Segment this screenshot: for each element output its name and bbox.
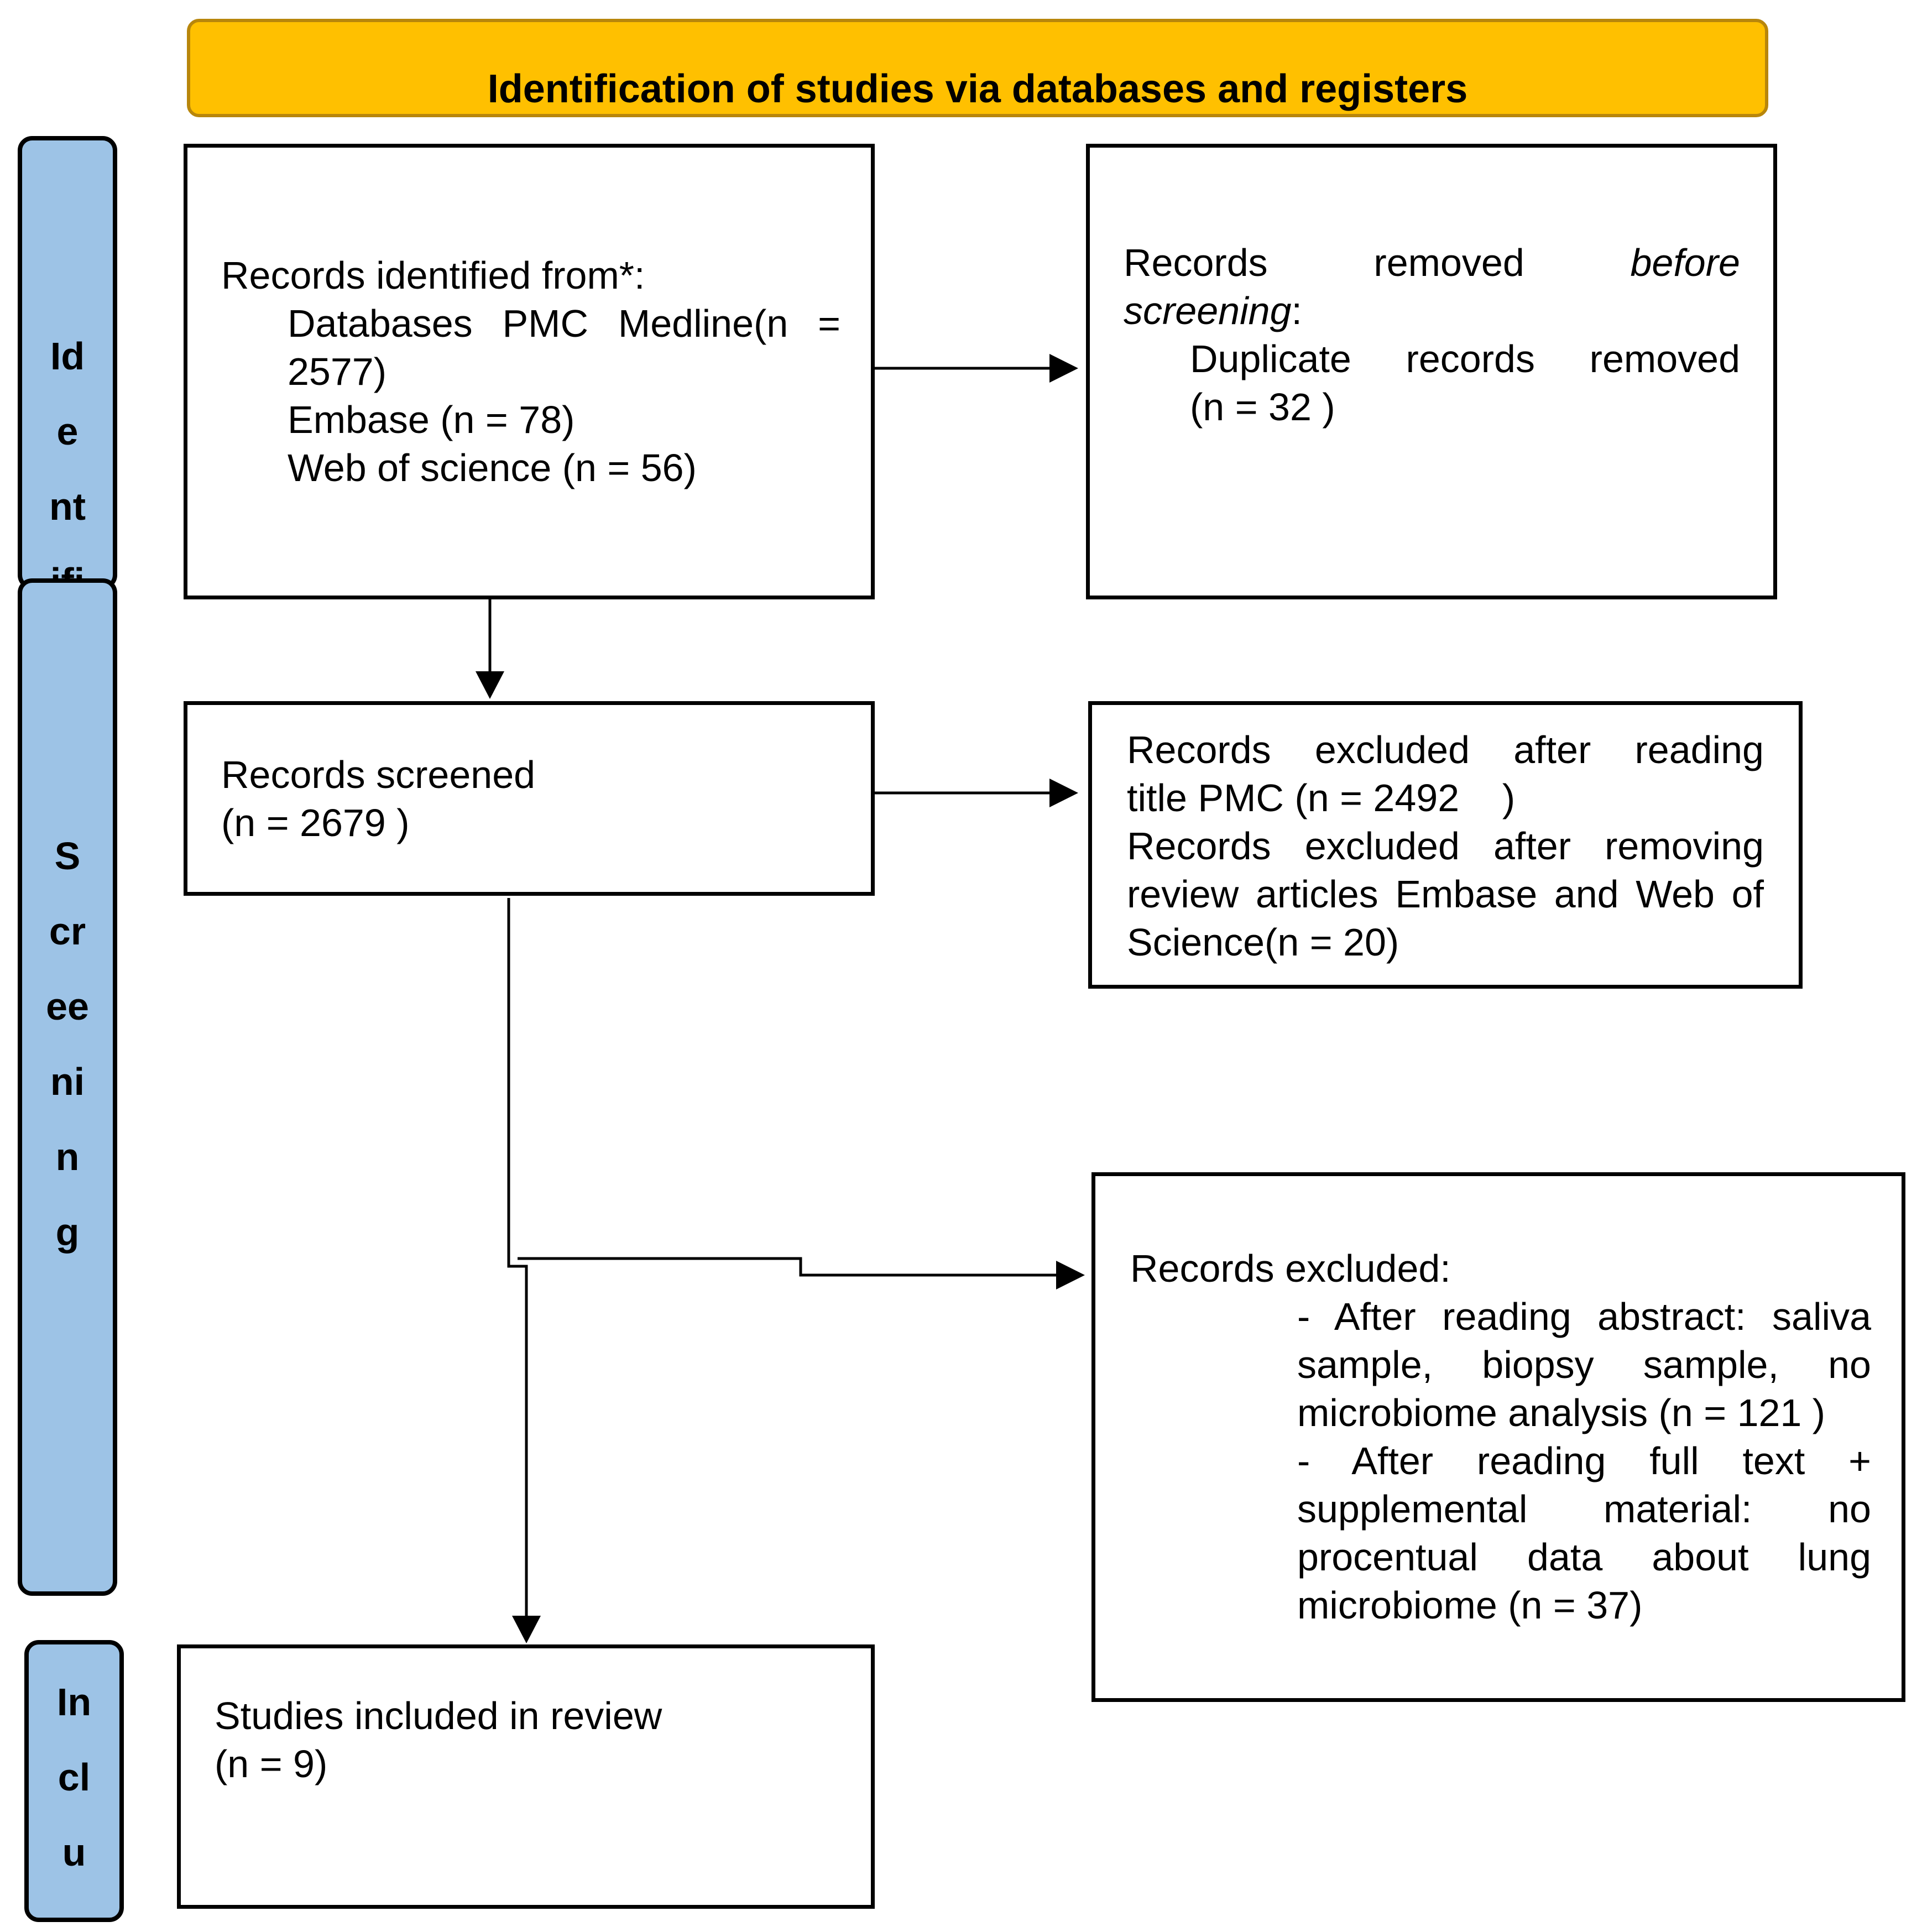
stage-letter: cr xyxy=(49,910,86,953)
header-bar: Identification of studies via databases … xyxy=(187,19,1768,117)
records-removed-duplicates: Duplicate records removed xyxy=(1190,337,1740,380)
records-excluded-full-box xyxy=(1091,1172,1905,1702)
records-identified-text: Records identified from*: Databases PMC … xyxy=(221,252,840,492)
records-identified-embase: Embase (n = 78) xyxy=(288,398,575,441)
stage-identification-label: Id e nt ifi ca xyxy=(22,318,113,585)
records-excluded-review-count: Science(n = 20) xyxy=(1127,921,1399,964)
stage-letter: u xyxy=(62,1831,86,1874)
records-excluded-review-line: review articles Embase and Web of xyxy=(1127,873,1764,916)
studies-included-count: (n = 9) xyxy=(215,1742,328,1785)
records-removed-word: before xyxy=(1630,241,1740,284)
records-removed-count: (n = 32 ) xyxy=(1190,385,1335,429)
records-excluded-fulltext-count: microbiome (n = 37) xyxy=(1297,1584,1643,1627)
studies-included-text: Studies included in review (n = 9) xyxy=(215,1692,834,1788)
records-excluded-list: - After reading abstract: saliva sample,… xyxy=(1130,1293,1871,1630)
records-removed-text: Records removed before screening: Duplic… xyxy=(1124,239,1740,431)
records-identified-databases: Databases PMC Medline(n = xyxy=(288,302,840,345)
records-identified-box xyxy=(184,144,875,599)
stage-screening-label: S cr ee ni n g xyxy=(22,818,113,1270)
records-excluded-fulltext-line: supplemental material: no xyxy=(1297,1487,1871,1531)
header-title: Identification of studies via databases … xyxy=(487,67,1468,111)
stage-letter: In xyxy=(56,1680,92,1724)
arrowhead xyxy=(1049,354,1078,383)
records-excluded-title-text: Records excluded after reading title PMC… xyxy=(1127,726,1764,967)
arrowhead xyxy=(1049,779,1078,807)
records-removed-colon: : xyxy=(1291,289,1302,332)
records-screened-count: (n = 2679 ) xyxy=(221,801,410,844)
records-identified-databases-count: 2577) xyxy=(288,350,387,393)
stage-letter: cl xyxy=(58,1756,91,1799)
records-excluded-fulltext-line: procentual data about lung xyxy=(1297,1536,1871,1579)
stage-included-label: In cl u xyxy=(29,1664,119,1890)
studies-included-box xyxy=(177,1644,875,1909)
records-identified-wos: Web of science (n = 56) xyxy=(288,446,697,489)
arrowhead xyxy=(476,671,504,699)
records-excluded-title-count: title PMC (n = 2492 ) xyxy=(1127,776,1516,819)
stage-letter: e xyxy=(56,410,79,453)
arrow-to-included xyxy=(507,898,528,1617)
records-identified-heading: Records identified from*: xyxy=(221,254,645,297)
stage-letter: nt xyxy=(49,485,86,528)
arrowhead xyxy=(512,1616,541,1643)
stage-letter: S xyxy=(54,834,81,878)
records-excluded-full-text: Records excluded: - After reading abstra… xyxy=(1130,1245,1871,1630)
studies-included-label: Studies included in review xyxy=(215,1694,662,1737)
stage-letter: n xyxy=(55,1135,80,1178)
records-removed-box xyxy=(1086,144,1777,599)
records-removed-word: removed xyxy=(1373,241,1524,284)
records-excluded-abstract-line: sample, biopsy sample, no xyxy=(1297,1343,1871,1386)
records-removed-word: Records xyxy=(1124,241,1268,284)
stage-included: In cl u xyxy=(24,1640,124,1922)
records-screened-label: Records screened xyxy=(221,753,536,796)
records-removed-screening: screening xyxy=(1124,289,1292,332)
stage-screening: S cr ee ni n g xyxy=(18,578,117,1596)
records-screened-text: Records screened (n = 2679 ) xyxy=(221,751,840,847)
records-excluded-title-box xyxy=(1088,701,1803,989)
records-excluded-fulltext-line: - After reading full text + xyxy=(1297,1439,1871,1482)
records-removed-line1: Records removed before xyxy=(1124,239,1740,287)
stage-letter: g xyxy=(55,1210,80,1254)
arrowhead xyxy=(1056,1261,1085,1289)
stage-letter: ni xyxy=(50,1060,85,1103)
records-excluded-heading: Records excluded: xyxy=(1130,1247,1451,1290)
records-screened-box xyxy=(184,701,875,896)
records-excluded-title-line: Records excluded after reading xyxy=(1127,728,1764,771)
records-removed-line2: screening: xyxy=(1124,287,1740,335)
records-excluded-abstract-count: microbiome analysis (n = 121 ) xyxy=(1297,1391,1826,1434)
stage-letter: ee xyxy=(46,985,89,1028)
records-excluded-review-line: Records excluded after removing xyxy=(1127,824,1764,868)
stage-letter: Id xyxy=(50,335,85,378)
records-excluded-abstract-line: - After reading abstract: saliva xyxy=(1297,1295,1871,1338)
arrow-to-excluded-full xyxy=(518,1257,1057,1277)
